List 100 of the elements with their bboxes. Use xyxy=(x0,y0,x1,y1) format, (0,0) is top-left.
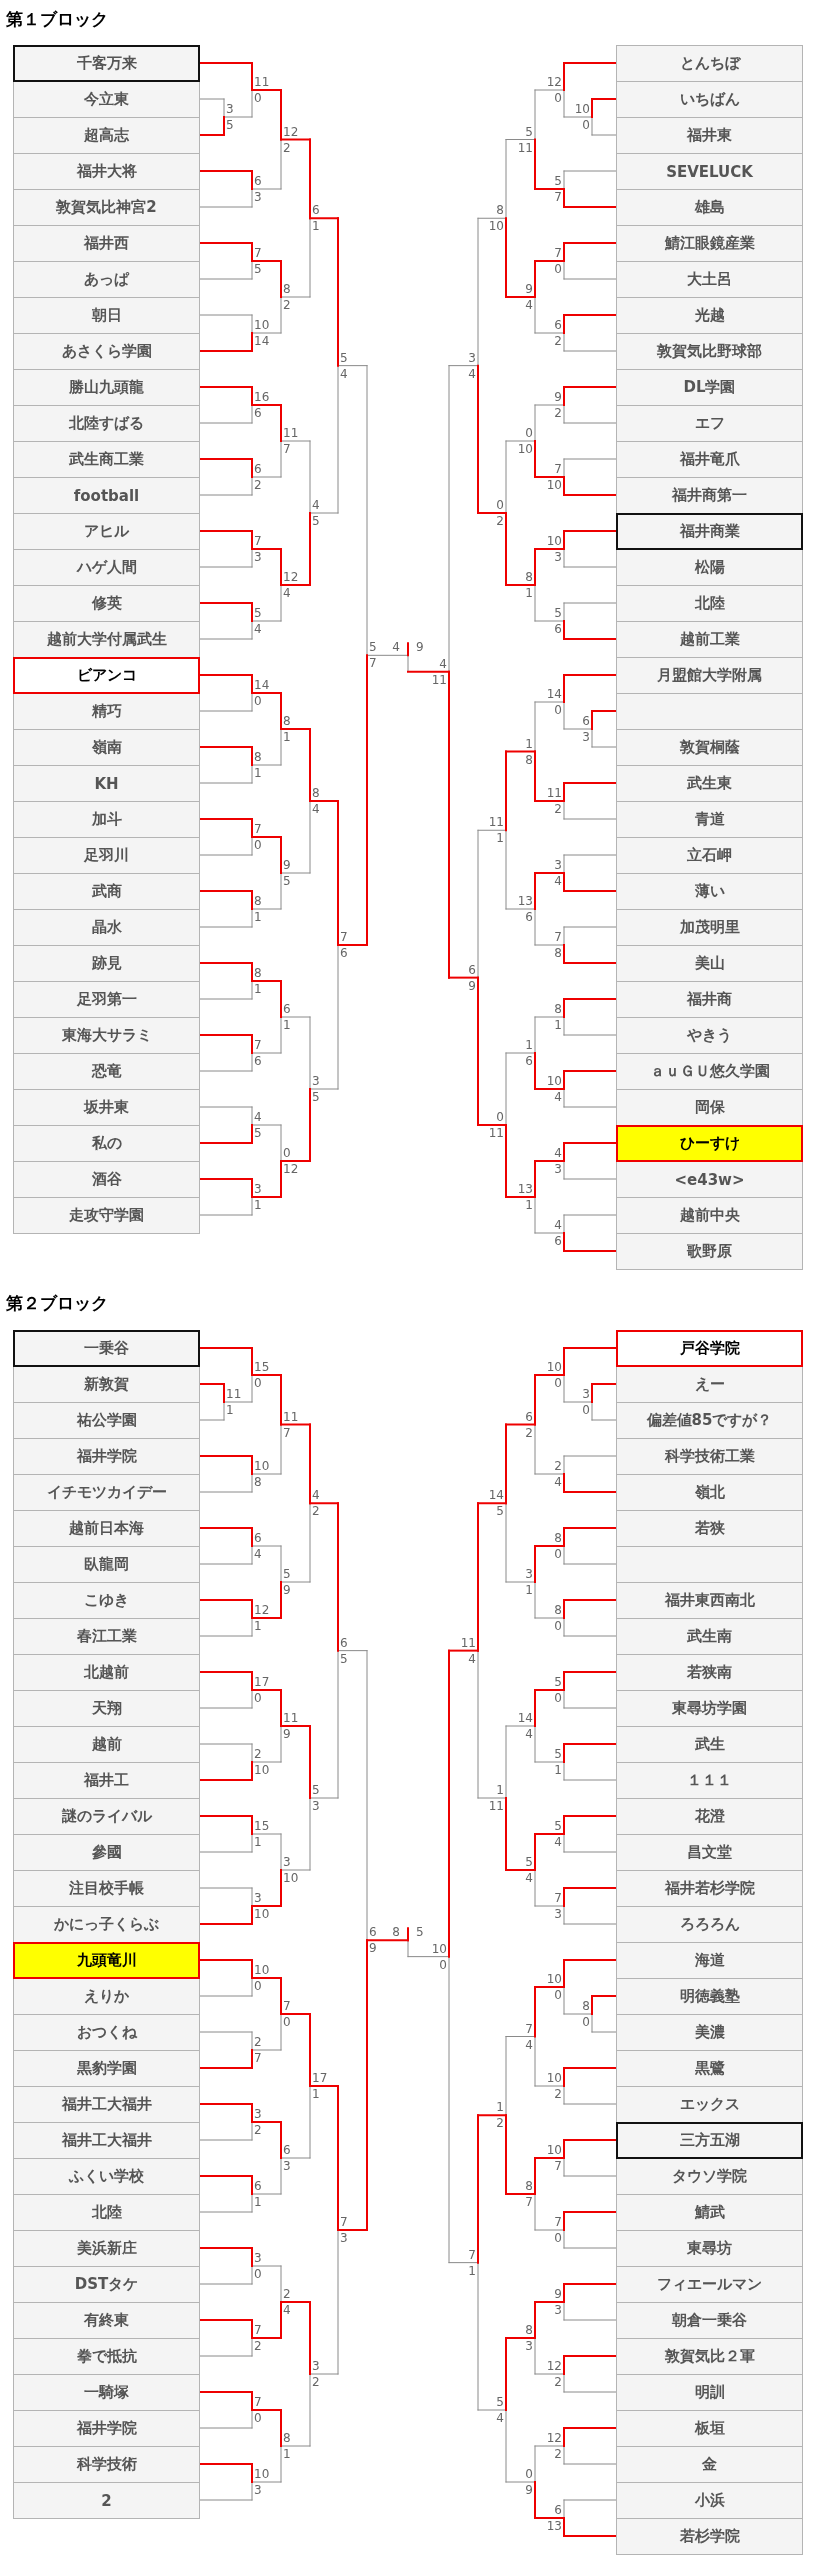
team-box: 北陸 xyxy=(616,585,803,622)
score: 2 xyxy=(254,479,262,492)
team-box: イチモツカイデー xyxy=(13,1474,200,1511)
team-box: 私の xyxy=(13,1125,200,1162)
team-box: 敦賀気比２軍 xyxy=(616,2338,803,2375)
score: 10 xyxy=(254,319,270,332)
team-box: 黒豹学園 xyxy=(13,2050,200,2087)
score: 8 xyxy=(283,283,291,296)
score: 2 xyxy=(554,2088,562,2101)
score: 8 xyxy=(582,2000,590,2013)
team-box: エックス xyxy=(616,2086,803,2123)
team-box: 武生 xyxy=(616,1726,803,1763)
team-box: 海道 xyxy=(616,1942,803,1979)
score: 10 xyxy=(254,2468,270,2481)
score: 10 xyxy=(574,103,590,116)
score: 8 xyxy=(392,1926,400,1940)
team-box: 福井大将 xyxy=(13,153,200,190)
score: 1 xyxy=(496,832,504,846)
score: 3 xyxy=(254,1183,262,1196)
score: 5 xyxy=(254,607,262,620)
team-box: 鯖江眼鏡産業 xyxy=(616,225,803,262)
team-box: 加斗 xyxy=(13,801,200,838)
team-box: 雄島 xyxy=(616,189,803,226)
score: 4 xyxy=(283,587,291,600)
team-box: 月盟館大学附属 xyxy=(616,657,803,694)
team-box: 美浜新庄 xyxy=(13,2230,200,2267)
score: 3 xyxy=(554,551,562,564)
team-box xyxy=(616,1546,803,1583)
team-box: 若狭 xyxy=(616,1510,803,1547)
score: 11 xyxy=(283,427,299,440)
score: 1 xyxy=(312,2088,320,2101)
score: 4 xyxy=(312,803,320,816)
team-box: 武商 xyxy=(13,873,200,910)
score: 0 xyxy=(283,1147,291,1160)
score: 2 xyxy=(283,2288,291,2301)
team-box xyxy=(616,693,803,730)
score: 7 xyxy=(554,1892,562,1905)
team-box: 拳で抵抗 xyxy=(13,2338,200,2375)
team-box: 恐竜 xyxy=(13,1053,200,1090)
score: 11 xyxy=(254,76,270,89)
team-box: あっぱ xyxy=(13,261,200,298)
team-box: 敦賀桐蔭 xyxy=(616,729,803,766)
score: 1 xyxy=(496,1784,504,1797)
score: 4 xyxy=(468,1652,476,1666)
score: 1 xyxy=(283,1019,291,1032)
score: 5 xyxy=(312,1091,320,1104)
team-box: 有終東 xyxy=(13,2302,200,2339)
score: 7 xyxy=(254,823,262,836)
score: 3 xyxy=(254,1892,262,1905)
team-box: 鯖武 xyxy=(616,2194,803,2231)
team-box: 福井商 xyxy=(616,981,803,1018)
score: 11 xyxy=(488,1800,504,1813)
score: 1 xyxy=(254,1199,262,1212)
score: 8 xyxy=(554,947,562,960)
team-box: 越前大学付属武生 xyxy=(13,621,200,658)
score: 3 xyxy=(254,2484,262,2497)
score: 11 xyxy=(283,1410,299,1424)
score: 0 xyxy=(554,1620,562,1633)
team-box: 勝山九頭龍 xyxy=(13,369,200,406)
score: 8 xyxy=(525,753,533,767)
score: 3 xyxy=(582,1388,590,1401)
score: 14 xyxy=(546,688,562,701)
score: 7 xyxy=(525,2022,533,2036)
score: 8 xyxy=(554,1003,562,1016)
score: 2 xyxy=(283,299,291,312)
score: 6 xyxy=(554,319,562,332)
score: 2 xyxy=(254,1748,262,1761)
team-box: DL学園 xyxy=(616,369,803,406)
score: 12 xyxy=(254,1604,270,1617)
score: 3 xyxy=(554,1908,562,1921)
score: 1 xyxy=(254,767,262,780)
score: 5 xyxy=(226,119,234,132)
score: 9 xyxy=(554,391,562,404)
score: 0 xyxy=(554,92,562,105)
score: 14 xyxy=(488,1489,504,1503)
team-box: フィエールマン xyxy=(616,2266,803,2303)
team-box: 明徳義塾 xyxy=(616,1978,803,2015)
score: 6 xyxy=(254,175,262,188)
score: 6 xyxy=(525,911,533,924)
score: 4 xyxy=(312,499,320,512)
score: 7 xyxy=(554,2216,562,2229)
score: 10 xyxy=(254,1964,270,1977)
score: 12 xyxy=(283,571,299,584)
score: 3 xyxy=(554,1163,562,1176)
score: 4 xyxy=(554,1147,562,1160)
score: 0 xyxy=(254,2412,262,2425)
team-box: ハゲ人間 xyxy=(13,549,200,586)
score: 7 xyxy=(369,657,377,671)
score: 0 xyxy=(525,2468,533,2481)
score: 10 xyxy=(254,1764,270,1777)
score: 8 xyxy=(525,571,533,584)
team-box: 臥龍岡 xyxy=(13,1546,200,1583)
score: 1 xyxy=(254,2196,262,2209)
team-box: 薄い xyxy=(616,873,803,910)
score: 7 xyxy=(283,2000,291,2013)
score: 5 xyxy=(554,175,562,188)
team-box: 千客万来 xyxy=(13,45,200,82)
team-box: 走攻守学園 xyxy=(13,1197,200,1234)
score: 5 xyxy=(416,1926,424,1940)
score: 10 xyxy=(546,2072,562,2085)
